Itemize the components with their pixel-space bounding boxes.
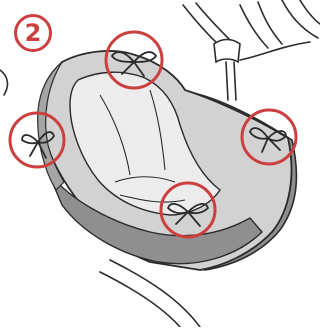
step-number-badge: 2	[14, 14, 52, 52]
step-number: 2	[25, 21, 42, 45]
